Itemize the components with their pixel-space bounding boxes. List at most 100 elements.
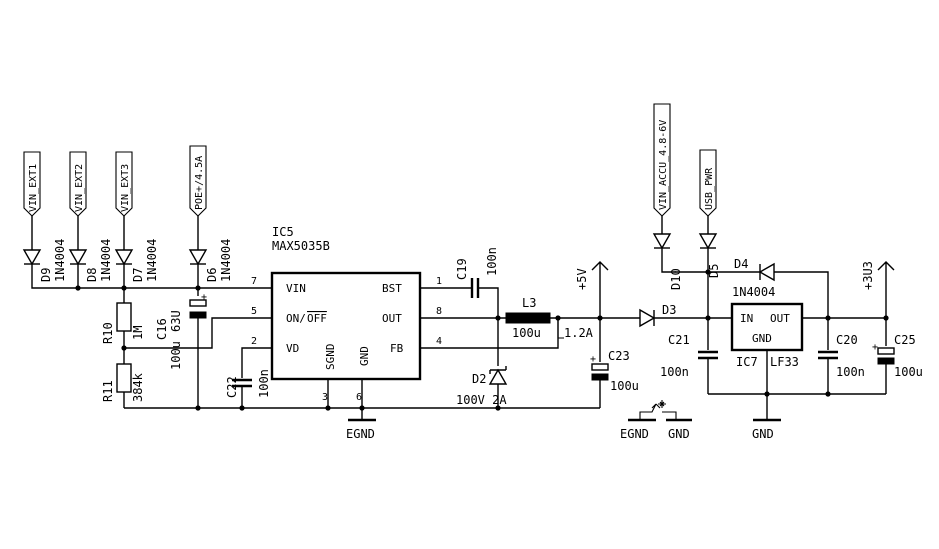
c22-label: C22 [225,376,239,398]
capacitor-c23: + [590,354,609,381]
pin-num-6: 6 [356,392,362,403]
l3-label: L3 [522,296,536,310]
ic7-label: IC7 [736,355,758,369]
r11-label: R11 [101,380,115,402]
c25-value: 100u [894,365,923,379]
d9-label: D9 [39,268,53,282]
pin-num-4: 4 [436,336,442,347]
ic5-pin-vin: VIN [286,282,306,295]
svg-text:+: + [872,342,878,353]
net-flag-poe: POE+/4.5A [189,145,207,217]
capacitor-c25: + [872,342,895,365]
svg-text:+: + [590,354,596,365]
net-flag-vin-accu: VIN_ACCU_4.8-6V [653,103,671,217]
ic7-pin-gnd: GND [752,332,772,345]
gnd-label: GND [752,427,774,441]
diode-d10 [652,233,672,250]
ic5-pin-on: ON/ [286,312,306,325]
diode-d4 [758,262,775,282]
d2-label: D2 [472,372,486,386]
diode-d2 [488,366,508,385]
ic5-max5035b [270,271,422,381]
d3-label: D3 [662,303,676,317]
ic5-pin-gnd: GND [358,346,371,366]
inductor-l3 [505,312,551,324]
ic5-pin-sgnd: SGND [324,344,337,371]
plus3v3-label: +3U3 [861,261,875,290]
diode-d3 [639,308,656,328]
r11-value: 384k [131,372,145,402]
c25-label: C25 [894,333,916,347]
c20-value: 100n [836,365,865,379]
d6-label: D6 [205,268,219,282]
diode-d6 [188,249,208,266]
ic5-label: IC5 [272,225,294,239]
c23-value: 100u [610,379,639,393]
ic5-part: MAX5035B [272,239,330,253]
ic5-pin-bst: BST [382,282,402,295]
d2-value: 100V 2A [456,393,507,407]
net-label-usb-pwr: USB_PWR [704,167,715,210]
ic7-pin-in: IN [740,312,753,325]
c23-label: C23 [608,349,630,363]
net-label-vin-ext2: VIN_EXT2 [74,164,85,212]
net-flag-vin-ext2: VIN_EXT2 [69,151,87,217]
d4-value: 1N4004 [732,285,775,299]
net-label-vin-accu: VIN_ACCU_4.8-6V [658,120,669,210]
d6-value: 1N4004 [219,239,233,282]
net-flag-vin-ext1: VIN_EXT1 [23,151,41,217]
svg-text:+: + [201,292,207,303]
d7-value: 1N4004 [145,239,159,282]
resistor-r10 [116,302,132,332]
c21-label: C21 [668,333,690,347]
pin-num-7: 7 [251,276,257,287]
c19-label: C19 [455,258,469,280]
ic7-pin-out: OUT [770,312,790,325]
ic5-pin-fb: FB [390,342,404,355]
capacitor-c20 [818,350,838,360]
pin-num-8: 8 [436,306,442,317]
diode-d9 [22,249,42,266]
d10-label: D10 [669,268,683,290]
egnd-label: EGND [346,427,375,441]
ic5-pin-vd: VD [286,342,299,355]
diode-d8 [68,249,88,266]
resistor-r11 [116,363,132,393]
d9-value: 1N4004 [53,239,67,282]
ic7-part: LF33 [770,355,799,369]
bridge-gnd-label: GND [668,427,690,441]
l3-value: 100u [512,326,541,340]
pin-num-1: 1 [436,276,442,287]
diode-d7 [114,249,134,266]
pin-num-3: 3 [322,392,328,403]
c21-value: 100n [660,365,689,379]
r10-label: R10 [101,322,115,344]
bridge-egnd-label: EGND [620,427,649,441]
c16-rating: 63U [169,310,183,332]
capacitor-c21 [698,350,718,360]
d7-label: D7 [131,268,145,282]
r10-value: 1M [131,326,145,340]
c19-value: 100n [485,247,499,276]
net-flag-usb-pwr: USB_PWR [699,149,717,217]
l3-current: 1.2A [564,326,594,340]
pin-num-5: 5 [251,306,257,317]
c20-label: C20 [836,333,858,347]
net-label-vin-ext3: VIN_EXT3 [120,164,131,212]
ic5-pin-out: OUT [382,312,402,325]
egnd-gnd-bridge [628,400,692,422]
diode-d5 [698,233,718,250]
d8-label: D8 [85,268,99,282]
net-label-vin-ext1: VIN_EXT1 [28,164,39,212]
d8-value: 1N4004 [99,239,113,282]
pin-num-2: 2 [251,336,257,347]
d4-label: D4 [734,257,748,271]
plus5v-label: +5V [575,268,589,290]
ic5-pin-off: OFF [307,312,327,325]
d5-label: D5 [707,264,721,278]
net-label-poe: POE+/4.5A [194,156,205,210]
c22-value: 100n [257,369,271,398]
net-flag-vin-ext3: VIN_EXT3 [115,151,133,217]
c16-value: 100u [169,341,183,370]
